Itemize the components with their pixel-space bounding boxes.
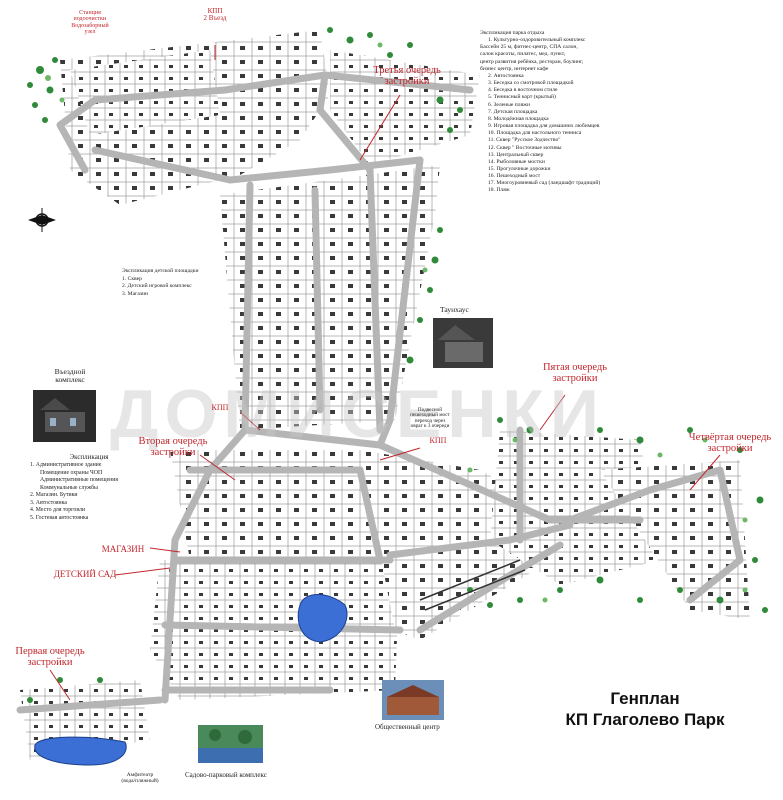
pond-icon: [34, 736, 127, 766]
road: [91, 146, 424, 184]
park-legend-item: салон красоты, пилатес, мед. пункт,: [480, 51, 566, 58]
watermark: ДОМИСЕНКИ: [110, 376, 605, 452]
first-queue-label: Первая очередь застройки: [15, 646, 85, 669]
plan-title-line1: Генплан: [610, 689, 680, 708]
plan-title-line2: КП Глаголево Парк: [565, 710, 725, 730]
entrance-legend: Экспликация 1. Административное здание П…: [30, 453, 148, 522]
public-center-picture: [382, 680, 444, 720]
road: [16, 696, 164, 714]
road: [241, 181, 254, 434]
road: [416, 541, 564, 634]
park-legend-item: 1. Культурно-оздоровительный комплекс: [488, 37, 586, 44]
third-queue-label: Третья очередь застройки: [373, 65, 441, 88]
park-legend-item: 5. Теннисный корт (крытый): [488, 94, 556, 101]
left-legend-item: 1. Административное здание: [30, 462, 102, 469]
road: [161, 426, 249, 704]
plan-title: Генплан КП Глаголево Парк: [540, 688, 750, 731]
road: [241, 426, 644, 524]
road: [316, 71, 374, 174]
park-legend-title: Экспликация парка отдыха: [480, 30, 545, 36]
park-legend-item: 8. Молодёжная площадка: [488, 115, 549, 122]
public-center-label: Общественный центр: [375, 723, 440, 731]
park-legend-item: 16. Пешеходный мост: [488, 173, 541, 180]
station-label: Станция водоочистки Водозаборный узел: [71, 10, 109, 35]
fifth-queue-label: Пятая очередь застройки: [542, 362, 608, 385]
townhouse-label: Таунхаус: [440, 305, 469, 314]
shop-label: МАГАЗИН: [101, 544, 145, 554]
bridge-note-label: Подвесной пешеходный мост переход через …: [410, 407, 450, 430]
kids-legend-item: 2. Детский игровой комплекс: [122, 283, 192, 290]
park-legend-item: 9. Игровая площадка для домашних любимце…: [488, 123, 600, 130]
park-legend: Экспликация парка отдыха 1. Культурно-оз…: [480, 30, 638, 195]
kids-legend-title: Экспликация детской площадки: [122, 268, 199, 274]
kids-legend-item: 3. Магазин: [122, 290, 149, 297]
road: [311, 186, 324, 414]
road: [186, 466, 384, 564]
left-legend-item: 3. Автостоянка: [30, 499, 67, 506]
garden-complex-picture: [198, 725, 263, 763]
park-legend-item: 6. Зеленые пляжи: [488, 101, 531, 108]
park-legend-item: 4. Беседка в восточном стиле: [488, 87, 558, 94]
park-legend-item: 15. Прогулочные дорожки: [488, 165, 551, 172]
photo-frames: [33, 318, 493, 763]
kindergarten-label: ДЕТСКИЙ САД: [53, 569, 117, 579]
park-legend-item: 3. Беседка со смотровой площадкой: [488, 80, 574, 87]
entrance-complex-picture: [33, 390, 96, 442]
park-legend-item: 13. Центральный сквер: [488, 151, 544, 158]
compass-icon: [28, 208, 56, 232]
kids-legend-item: 1. Сквер: [122, 275, 142, 282]
fourth-queue-label: Четвёртая очередь застройки: [688, 432, 772, 455]
road-network: [16, 71, 744, 714]
road: [56, 96, 99, 174]
kpp-mid-label: КПП: [211, 403, 229, 412]
ponds: [34, 594, 348, 766]
park-legend-item: Бассейн 25 м, фитнес-центр, СПА салон,: [480, 44, 578, 51]
park-legend-item: 17. Многоуровневый сад (ландшафт традици…: [488, 180, 601, 187]
pond-icon: [297, 594, 348, 643]
park-legend-item: 12. Сквер " Восточные мотивы: [488, 144, 562, 151]
townhouse-picture: [433, 318, 493, 368]
park-legend-item: 2. Автостоянка: [488, 72, 524, 79]
left-legend-item: Коммунальные службы: [40, 484, 98, 491]
left-legend-item: 5. Гостевая автостоянка: [30, 514, 89, 521]
second-queue-label: Вторая очередь застройки: [138, 436, 208, 459]
park-legend-item: 7. Детская площадка: [488, 108, 538, 115]
kpp-top-label: КПП 2 Въезд: [203, 7, 227, 23]
entrance-complex-label: Въездной комплекс: [54, 367, 86, 384]
park-legend-item: центр развития ребёнка, ресторан, боулин…: [480, 58, 584, 65]
park-legend-item: 11. Сквер "Русское Зодчество": [488, 137, 561, 144]
kids-playground-legend: Экспликация детской площадки 1. Сквер 2.…: [122, 268, 237, 298]
road: [161, 621, 404, 634]
garden-complex-label: Садово-парковый комплекс: [185, 771, 267, 779]
road: [376, 156, 424, 449]
park-legend-item: 14. Рыболовные мостки: [488, 158, 545, 165]
left-legend-title: Экспликация: [69, 453, 109, 461]
left-legend-item: 2. Магазин. Бутики: [30, 492, 78, 499]
park-legend-item: бизнес центр, интернет кафе: [480, 65, 549, 72]
road: [566, 466, 744, 604]
road: [366, 166, 384, 434]
suspension-bridge: [419, 559, 526, 611]
queue-markers: [49, 45, 721, 701]
road: [91, 71, 474, 104]
park-legend-item: 10. Площадка для настольного тенниса: [488, 130, 582, 137]
left-legend-item: Помещение охраны ЧОП: [40, 469, 103, 476]
left-legend-item: Административные помещения: [40, 477, 119, 484]
left-legend-item: 4. Место для торговли: [30, 507, 85, 514]
amphitheater-label: Амфитеатр (вода/пляжный): [121, 772, 159, 784]
road: [386, 521, 574, 559]
kpp-right-label: КПП: [429, 436, 447, 445]
park-legend-item: 18. Пляж: [488, 187, 510, 194]
